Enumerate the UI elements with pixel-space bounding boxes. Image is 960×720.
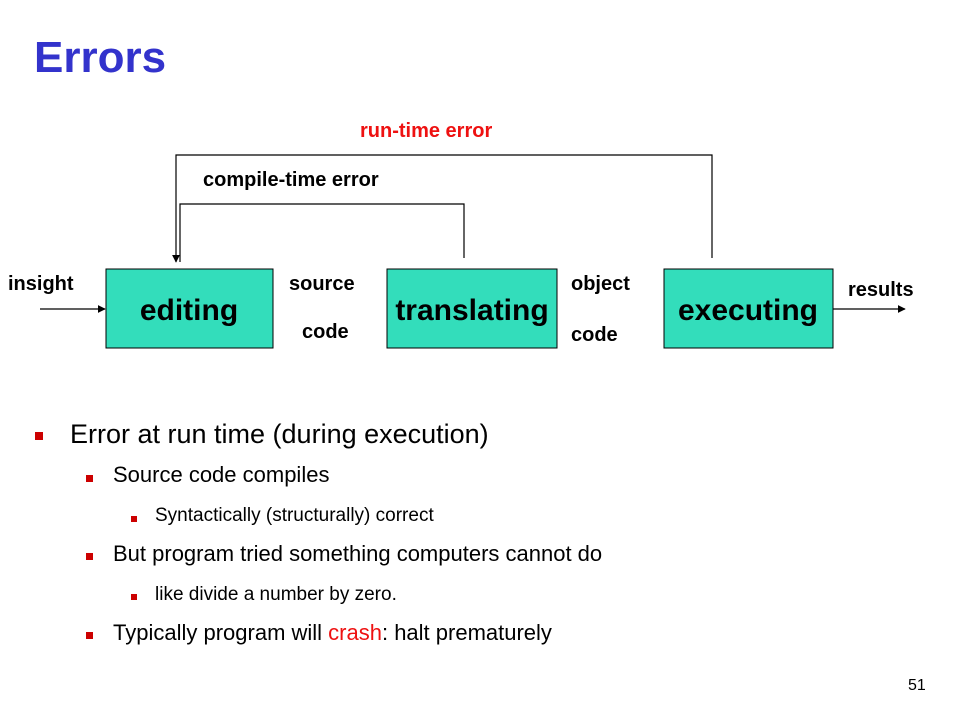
executing-box xyxy=(663,268,834,349)
bullet-marker xyxy=(131,516,137,522)
object-code-label: code xyxy=(571,324,618,346)
bullet-syntactically: Syntactically (structurally) correct xyxy=(155,505,434,526)
bullet-source-compiles: Source code compiles xyxy=(113,462,330,487)
bullet-marker xyxy=(86,475,93,482)
bullet-but-program: But program tried something computers ca… xyxy=(113,541,603,566)
translating-label: translating xyxy=(395,294,548,327)
bullet-marker xyxy=(86,553,93,560)
slide-title: Errors xyxy=(34,33,167,82)
insight-label: insight xyxy=(8,273,74,295)
compile-error-label: compile-time error xyxy=(203,169,379,191)
bullet-typically: Typically program will crash: halt prema… xyxy=(113,620,552,646)
runtime-error-label: run-time error xyxy=(360,120,492,142)
bullet-marker xyxy=(131,594,137,600)
bullet-marker xyxy=(35,432,43,440)
source-code-label: code xyxy=(302,321,349,343)
executing-label: executing xyxy=(678,294,818,327)
editing-box xyxy=(105,268,274,349)
results-label: results xyxy=(848,279,914,301)
translating-box xyxy=(386,268,558,349)
bullet-marker xyxy=(86,632,93,639)
runtime-error-arrow xyxy=(172,154,713,263)
bullet-divide: like divide a number by zero. xyxy=(155,584,397,605)
typically-text-pre: Typically program will xyxy=(113,620,329,645)
source-label: source xyxy=(289,273,355,295)
object-label: object xyxy=(571,273,630,295)
crash-text: crash xyxy=(328,620,382,645)
compile-error-arrow xyxy=(179,203,465,262)
typically-text-post: : halt prematurely xyxy=(381,620,552,645)
editing-label: editing xyxy=(140,294,238,327)
page-number: 51 xyxy=(908,677,926,694)
bullet-main: Error at run time (during execution) xyxy=(70,419,489,449)
